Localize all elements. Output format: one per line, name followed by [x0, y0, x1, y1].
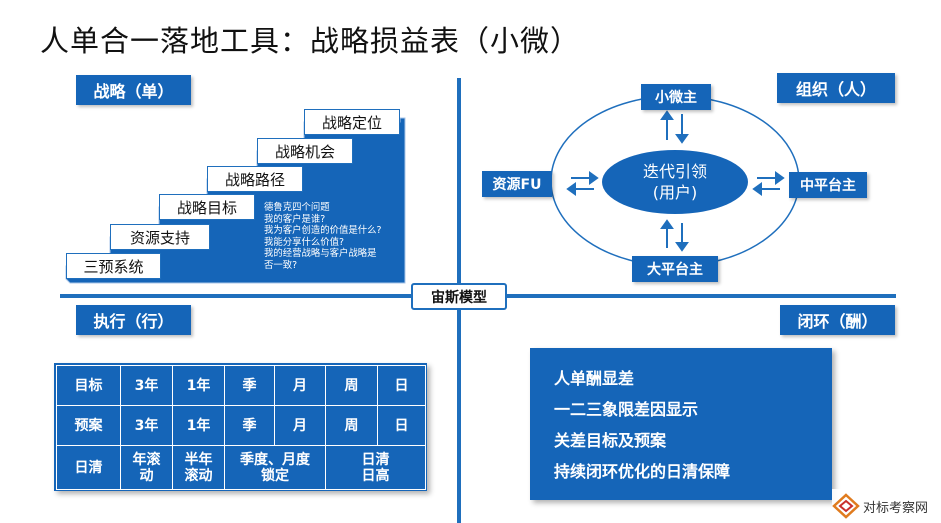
organization-label: 组织（人）: [777, 73, 895, 103]
table-cell: 3年: [120, 405, 173, 446]
table-cell: 日清日高: [325, 445, 426, 490]
node-resource-fu: 资源FU: [482, 171, 552, 197]
step-strategy-opportunity: 战略机会: [257, 138, 353, 164]
table-cell: 周: [325, 365, 378, 406]
drucker-line: 我的经营战略与客户战略是: [264, 248, 377, 259]
cell-line: 日清: [361, 451, 390, 468]
center-line: (用户): [652, 183, 698, 202]
cell-line: 半年: [184, 451, 213, 468]
cell-line: 日高: [361, 467, 390, 484]
cell-line: 锁定: [261, 467, 289, 484]
closed-loop-box: 人单酬显差 一二三象限差因显示 关差目标及预案 持续闭环优化的日清保障: [530, 348, 832, 500]
table-cell: 月: [274, 365, 326, 406]
page-title: 人单合一落地工具：战略损益表（小微）: [40, 24, 581, 58]
table-row: 日清 年滚动 半年滚动 季度、月度锁定 日清日高: [56, 445, 426, 490]
table-row: 目标 3年 1年 季 月 周 日: [56, 365, 426, 406]
drucker-line: 我的客户是谁?: [264, 213, 326, 225]
cell-line: 年滚: [132, 451, 161, 468]
drucker-questions: 德鲁克四个问题 我的客户是谁? 我为客户创造的价值是什么? 我能分享什么价值? …: [264, 202, 404, 271]
closed-loop-label: 闭环（酬）: [780, 305, 895, 335]
table-cell: 季: [224, 405, 275, 446]
center-iteration-lead: 迭代引领 (用户): [602, 150, 748, 214]
loop-item: 持续闭环优化的日清保障: [554, 462, 731, 481]
watermark-text: 对标考察网: [863, 500, 929, 516]
zeus-model-label: 宙斯模型: [411, 283, 507, 310]
table-cell: 半年滚动: [172, 445, 225, 490]
table-cell: 季: [224, 365, 275, 406]
drucker-line: 我能分享什么价值?: [264, 236, 344, 248]
table-row: 预案 3年 1年 季 月 周 日: [56, 405, 426, 446]
table-cell: 周: [325, 405, 378, 446]
node-middle-platform-owner: 中平台主: [789, 172, 867, 198]
center-line: 迭代引领: [642, 162, 707, 181]
cell-line: 动: [139, 467, 154, 484]
cell-line: 季度、月度: [240, 451, 310, 468]
cell-line: 滚动: [184, 467, 213, 484]
table-cell: 月: [274, 405, 326, 446]
step-resource-support: 资源支持: [110, 224, 210, 250]
strategy-label: 战略（单）: [76, 75, 191, 105]
table-cell: 日: [377, 405, 426, 446]
table-cell: 日: [377, 365, 426, 406]
drucker-line: 否一致?: [264, 259, 298, 271]
table-cell: 季度、月度锁定: [224, 445, 326, 490]
table-cell: 1年: [172, 405, 225, 446]
table-cell: 日清: [56, 445, 121, 490]
node-small-micro-owner: 小微主: [641, 84, 711, 110]
table-cell: 1年: [172, 365, 225, 406]
table-cell: 3年: [120, 365, 173, 406]
watermark: 对标考察网: [832, 489, 941, 523]
execution-label: 执行（行）: [76, 305, 191, 335]
step-strategy-path: 战略路径: [207, 166, 303, 192]
step-strategy-positioning: 战略定位: [304, 109, 400, 135]
loop-item: 人单酬显差: [554, 369, 635, 388]
step-strategy-goal: 战略目标: [159, 194, 255, 220]
drucker-line: 德鲁克四个问题: [264, 202, 330, 213]
table-cell: 目标: [56, 365, 121, 406]
table-cell: 年滚动: [120, 445, 173, 490]
node-big-platform-owner: 大平台主: [632, 256, 718, 282]
drucker-line: 我为客户创造的价值是什么?: [264, 225, 382, 236]
diamond-logo-icon: [832, 493, 860, 519]
loop-item: 一二三象限差因显示: [554, 400, 699, 419]
table-cell: 预案: [56, 405, 121, 446]
loop-item: 关差目标及预案: [554, 431, 667, 450]
execution-table: 目标 3年 1年 季 月 周 日 预案 3年 1年 季 月 周 日 日清 年滚动…: [56, 365, 426, 490]
step-three-pre-system: 三预系统: [66, 253, 161, 279]
